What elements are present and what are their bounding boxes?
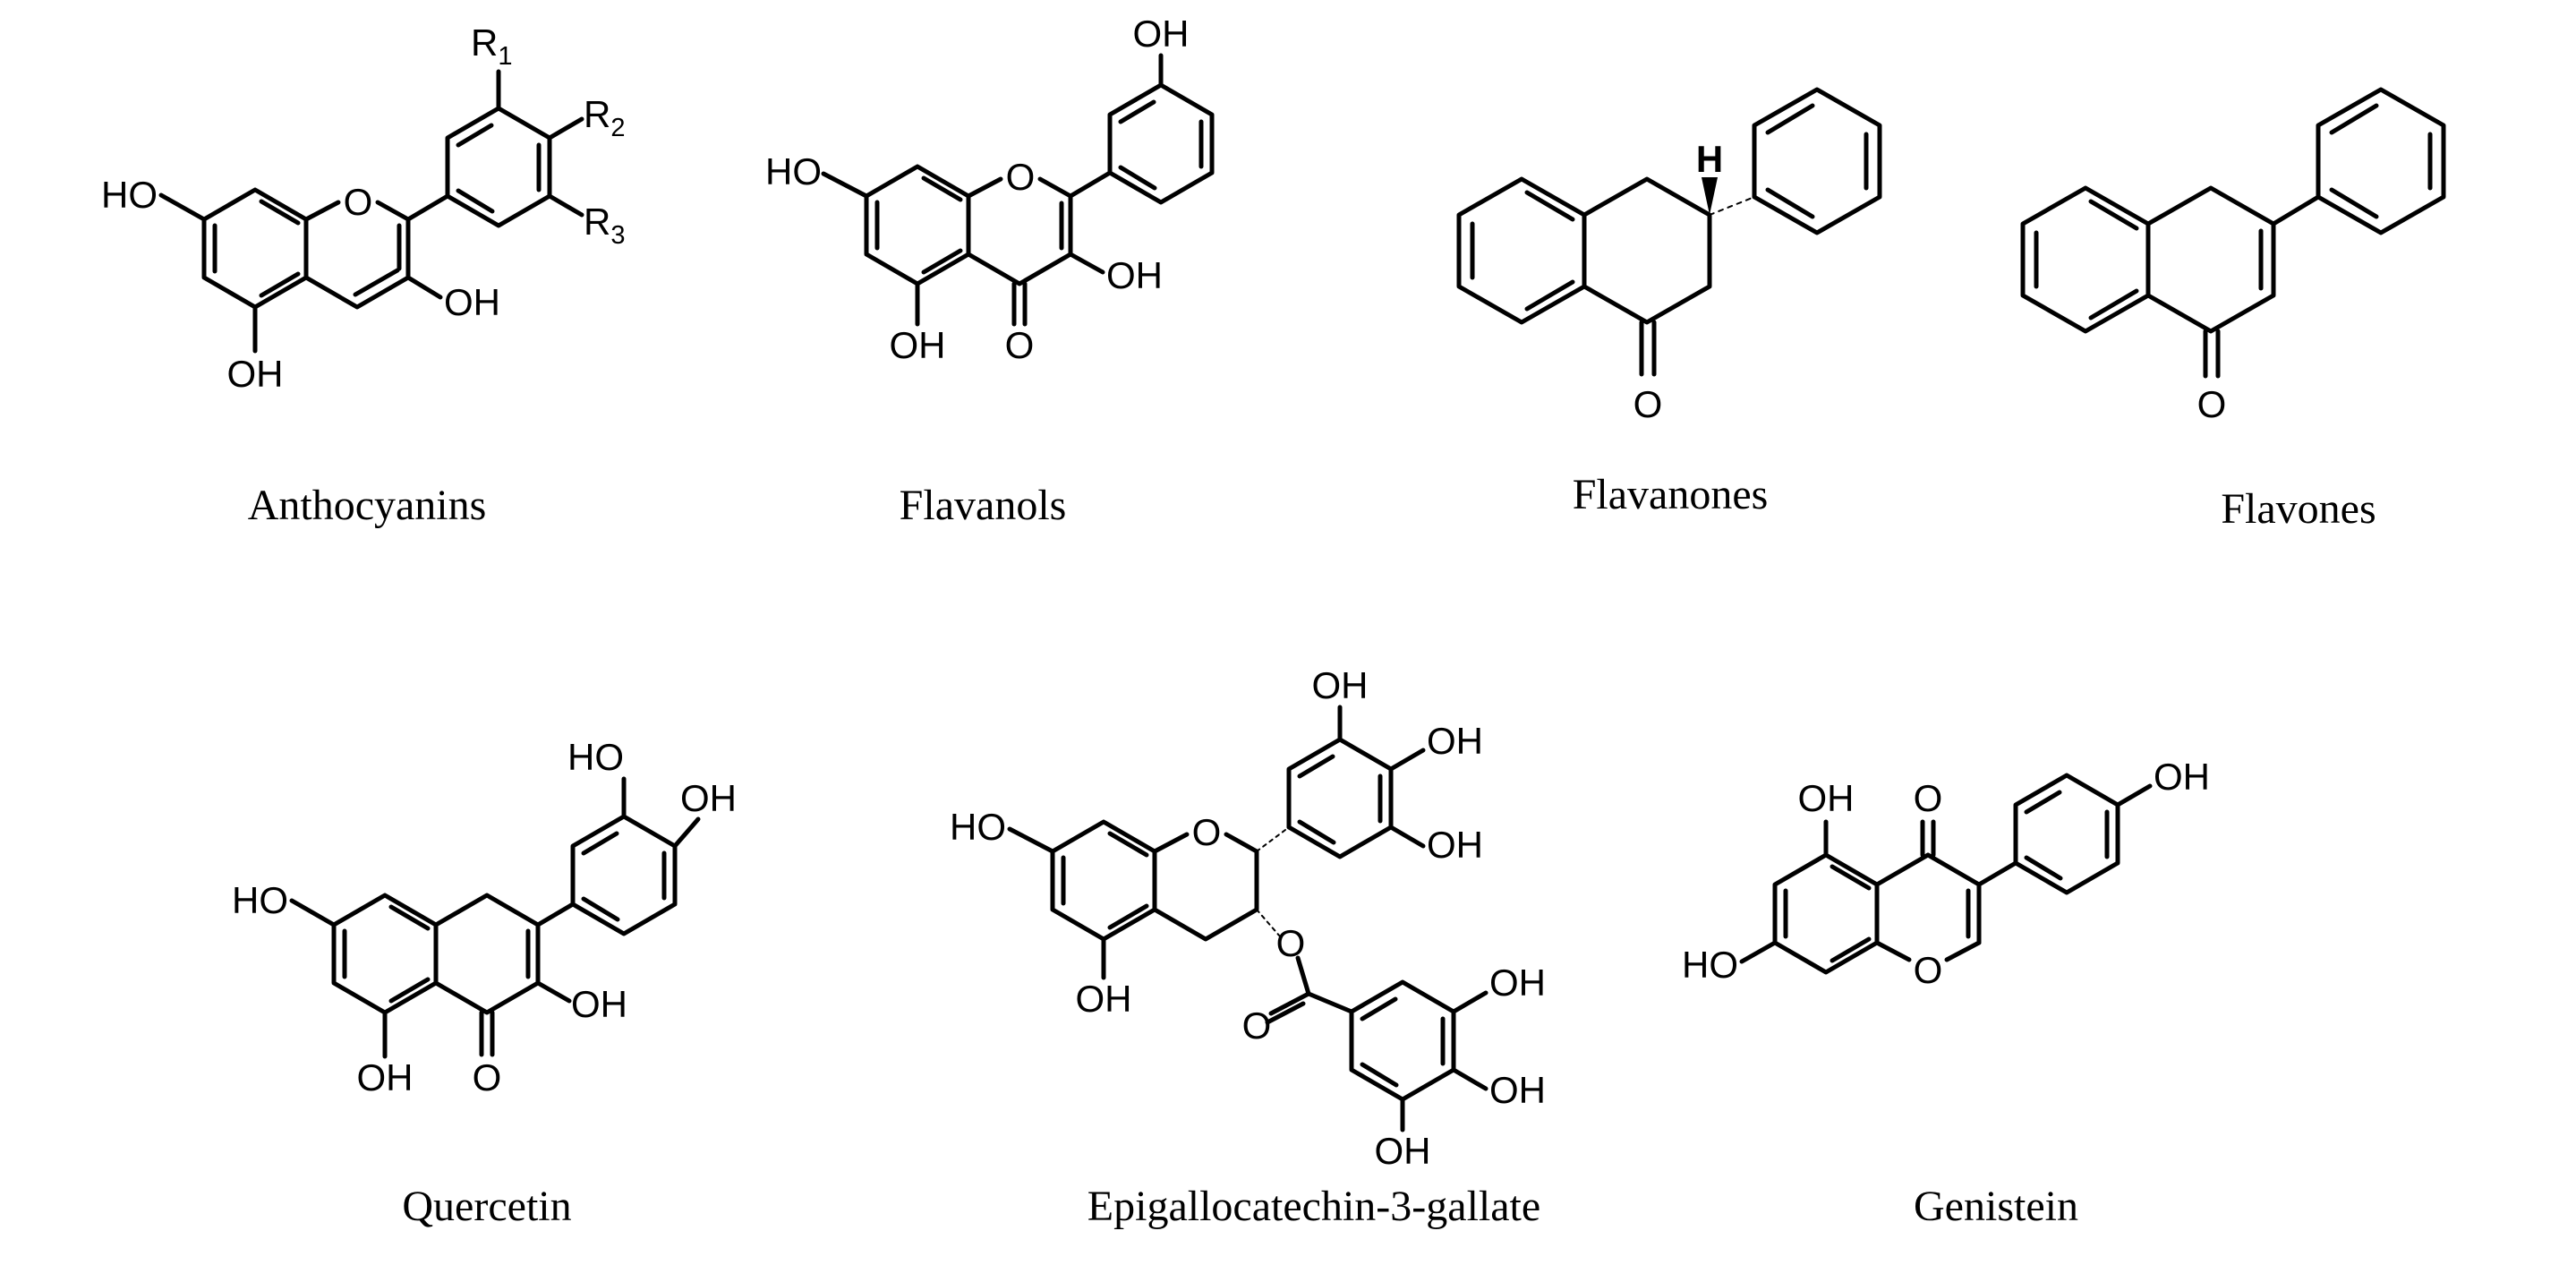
flavanones-bonds: [1456, 87, 1882, 377]
keto-oxygen-label: O: [1914, 777, 1943, 819]
oh-label: OH: [1489, 1069, 1546, 1111]
compound-name: Flavones: [2221, 485, 2376, 533]
carbonyl-oxygen-label: O: [1242, 1004, 1272, 1047]
ho-label: HO: [101, 174, 158, 216]
genistein-bonds: [1739, 773, 2153, 975]
oh-label: OH: [1106, 254, 1163, 296]
ring-oxygen-label: O: [1914, 949, 1943, 991]
compound-name: Epigallocatechin-3-gallate: [1088, 1183, 1540, 1230]
ho-label: HO: [765, 150, 822, 192]
keto-oxygen-label: O: [1005, 324, 1035, 366]
oh-label: OH: [1427, 824, 1483, 866]
oh-label: OH: [1076, 978, 1132, 1020]
ring-oxygen-label: O: [344, 181, 373, 223]
compound-name: Flavanones: [1573, 471, 1769, 518]
oh-label: OH: [357, 1056, 414, 1098]
r3-label: R3: [584, 201, 625, 250]
structure-anthocyanins: HO O OH OH R1 R2 R3 Anthocyanins: [101, 21, 625, 529]
ring-oxygen-label: O: [1192, 811, 1222, 853]
compound-name: Genistein: [1914, 1183, 2078, 1230]
r1-label: R1: [471, 21, 512, 71]
oh-label: OH: [1427, 720, 1483, 762]
oh-label: OH: [680, 777, 737, 819]
oh-label: OH: [227, 353, 284, 395]
flavanols-bonds: [821, 53, 1215, 327]
oh-label: OH: [444, 281, 500, 323]
oh-label: OH: [1375, 1130, 1431, 1172]
egcg-bonds: [1007, 705, 1488, 1133]
flavones-bonds: [2020, 87, 2446, 379]
structure-flavones: O Flavones: [2020, 87, 2446, 533]
oh-label: OH: [2154, 756, 2210, 798]
keto-oxygen-label: O: [1633, 383, 1663, 425]
structure-flavanols: HO O OH OH OH O Flavanols: [765, 13, 1215, 529]
structure-quercetin: HO OH HO OH OH O Quercetin: [232, 736, 737, 1230]
ring-oxygen-label: O: [1006, 156, 1036, 198]
ho-label: HO: [1682, 944, 1738, 986]
oh-label: OH: [571, 983, 627, 1025]
structure-genistein: OH OH O HO O Genistein: [1682, 756, 2210, 1230]
compound-name: Flavanols: [900, 482, 1067, 529]
quercetin-bonds: [289, 776, 701, 1059]
oh-label: OH: [1312, 664, 1369, 706]
oh-label: OH: [890, 324, 946, 366]
structure-egcg: HO O OH OH OH OH O O OH OH OH Epigalloca…: [950, 664, 1546, 1230]
ho-label: HO: [567, 736, 624, 778]
oh-label: OH: [1489, 962, 1546, 1004]
anthocyanins-bonds: [158, 69, 584, 354]
keto-oxygen-label: O: [473, 1056, 502, 1098]
compound-name: Anthocyanins: [248, 482, 487, 529]
compound-name: Quercetin: [402, 1183, 571, 1230]
wedge-bond: [1702, 177, 1718, 215]
hydrogen-label: H: [1696, 138, 1723, 180]
r2-label: R2: [584, 93, 625, 142]
oh-label: OH: [1133, 13, 1190, 55]
ho-label: HO: [232, 879, 288, 921]
ho-label: HO: [950, 806, 1006, 848]
oh-label: OH: [1798, 777, 1855, 819]
structure-flavanones: H O Flavanones: [1456, 87, 1882, 518]
keto-oxygen-label: O: [2197, 383, 2227, 425]
ester-oxygen-label: O: [1276, 922, 1306, 964]
